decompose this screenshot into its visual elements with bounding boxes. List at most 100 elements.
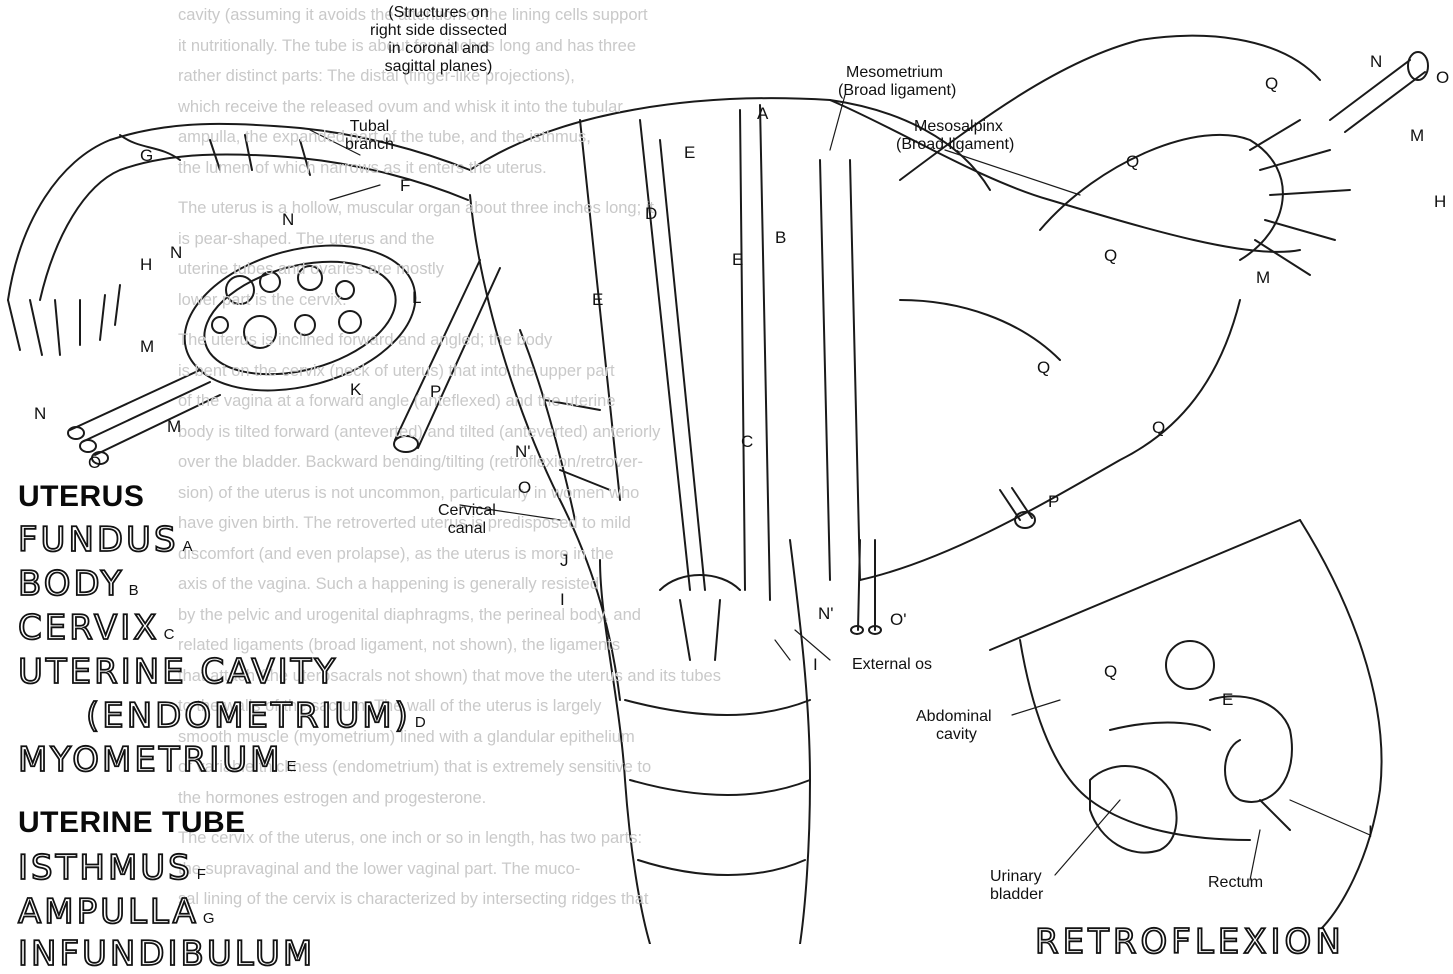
background-text-line: The uterus is inclined forward and angle… <box>178 325 838 356</box>
letter-i-2: I <box>813 655 818 675</box>
letter-n-2: N <box>170 243 182 263</box>
legend-item-fundus-letter: A <box>183 538 196 555</box>
background-text-line: which receive the released ovum and whis… <box>178 92 838 123</box>
background-text-line: discomfort (and even prolapse), as the u… <box>178 539 838 570</box>
inset-leaders <box>1012 700 1370 880</box>
letter-p-1: P <box>430 382 441 402</box>
legend-uterus-heading: UTERUS <box>18 480 144 514</box>
right-tube-ovary <box>900 36 1428 275</box>
legend-item-endometrium-letter: D <box>415 714 429 731</box>
letter-n-prime: N' <box>515 442 531 462</box>
letter-q-1: Q <box>1265 74 1278 94</box>
background-text-line: body is tilted forward (anteverted) and … <box>178 417 838 448</box>
letter-q-3: Q <box>1104 246 1117 266</box>
letter-q-2: Q <box>1126 152 1139 172</box>
inset-letter-q: Q <box>1104 662 1117 682</box>
letter-n-1: N <box>282 210 294 230</box>
letter-m-1: M <box>140 337 154 357</box>
letter-o-3: O <box>518 478 531 498</box>
background-text-line: of the vagina at a forward angle (antefl… <box>178 386 838 417</box>
legend-item-cervix-text: CERVIX <box>18 608 160 648</box>
legend-item-infundibulum-text: INFUNDIBULUM <box>18 934 315 974</box>
background-text-line: rather distinct parts: The distal (finge… <box>178 61 838 92</box>
background-text-line: The uterus is a hollow, muscular organ a… <box>178 193 838 224</box>
top-note-line-4: sagittal planes) <box>370 58 507 76</box>
legend-item-cervix-letter: C <box>164 626 178 643</box>
mesosalpinx-line-1: Mesosalpinx <box>896 118 1014 136</box>
legend-item-isthmus-letter: F <box>197 866 209 883</box>
legend-item-cervix: CERVIXC <box>18 608 177 648</box>
background-text-line: sion) of the uterus is not uncommon, par… <box>178 478 838 509</box>
top-note: (Structures on right side dissected in c… <box>370 4 507 76</box>
top-note-line-3: in coronal and <box>370 40 507 58</box>
background-text: cavity (assuming it avoids the attention… <box>178 0 838 925</box>
background-text-line: by the pelvic and urogenital diaphragms,… <box>178 600 838 631</box>
letter-n-4: N <box>1370 52 1382 72</box>
legend-item-endometrium-text: (ENDOMETRIUM) <box>86 696 411 736</box>
abdominal-cavity-line-2: cavity <box>916 726 992 744</box>
letter-i-1: I <box>560 590 565 610</box>
broad-ligament <box>820 100 1300 580</box>
letter-f: F <box>400 176 410 196</box>
legend-item-isthmus-text: ISTHMUS <box>18 848 193 888</box>
inset-letter-e: E <box>1222 690 1233 710</box>
abdominal-cavity-label: Abdominal cavity <box>916 708 992 744</box>
background-text-line: The cervix of the uterus, one inch or so… <box>178 823 838 854</box>
legend-tube-heading: UTERINE TUBE <box>18 806 246 840</box>
retroflexion-inset <box>990 520 1382 930</box>
legend-item-uterine-cavity-text: UTERINE CAVITY <box>18 652 338 692</box>
urinary-bladder-line-1: Urinary <box>990 868 1043 886</box>
letter-k: K <box>350 380 361 400</box>
abdominal-cavity-line-1: Abdominal <box>916 708 992 726</box>
letter-n-3: N <box>34 404 46 424</box>
legend-item-body: BODYB <box>18 564 142 604</box>
legend-item-uterine-cavity: UTERINE CAVITY <box>18 652 338 692</box>
letter-m-2: M <box>167 417 181 437</box>
mesometrium-line-2: (Broad ligament) <box>838 82 956 100</box>
letter-l: L <box>412 288 421 308</box>
letter-b: B <box>775 228 786 248</box>
top-note-line-1: (Structures on <box>370 4 507 22</box>
cervical-canal-line-2: canal <box>438 520 496 538</box>
letter-h-2: H <box>1434 192 1446 212</box>
background-text-line: the hormones estrogen and progesterone. <box>178 783 838 814</box>
legend-item-fundus-text: FUNDUS <box>18 520 179 560</box>
letter-n-prime-2: N' <box>818 604 834 624</box>
letter-e-3: E <box>592 290 603 310</box>
inset-title: RETROFLEXION <box>1035 922 1345 962</box>
background-text-line: ampulla, the expanded part of the tube, … <box>178 122 838 153</box>
letter-e-2: E <box>732 250 743 270</box>
background-text-line: cavity (assuming it avoids the attention… <box>178 0 838 31</box>
letter-c: C <box>741 432 753 452</box>
letter-a: A <box>757 104 768 124</box>
letter-g: G <box>140 146 153 166</box>
background-text-line: have given birth. The retroverted uterus… <box>178 508 838 539</box>
cervical-canal-line-1: Cervical <box>438 502 496 520</box>
mesosalpinx-line-2: (Broad ligament) <box>896 136 1014 154</box>
legend-item-ampulla-letter: G <box>203 910 218 927</box>
background-text-line: the lumen of which narrows as it enters … <box>178 153 838 184</box>
urinary-bladder-label: Urinary bladder <box>990 868 1043 904</box>
legend-item-ampulla-text: AMPULLA <box>18 892 199 932</box>
legend-item-myometrium-text: MYOMETRIUM <box>18 740 282 780</box>
letter-o-2: O <box>1436 68 1449 88</box>
letter-m-3: M <box>1410 126 1424 146</box>
legend-item-infundibulum: INFUNDIBULUM <box>18 934 315 974</box>
letter-h-1: H <box>140 255 152 275</box>
letter-o-prime: O' <box>890 610 906 630</box>
letter-q-4: Q <box>1037 358 1050 378</box>
tubal-branch-line-2: branch <box>345 136 394 154</box>
background-text-line: over the bladder. Backward bending/tilti… <box>178 447 838 478</box>
legend-item-endometrium: (ENDOMETRIUM)D <box>86 696 429 736</box>
legend-item-fundus: FUNDUSA <box>18 520 196 560</box>
letter-j: J <box>560 551 569 571</box>
mesometrium-line-1: Mesometrium <box>838 64 956 82</box>
letter-o-1: O <box>88 453 101 473</box>
background-text-line: axis of the vagina. Such a happening is … <box>178 569 838 600</box>
background-text-line: it nutritionally. The tube is about four… <box>178 31 838 62</box>
top-note-line-2: right side dissected <box>370 22 507 40</box>
background-text-line: sal lining of the cervix is characterize… <box>178 884 838 915</box>
